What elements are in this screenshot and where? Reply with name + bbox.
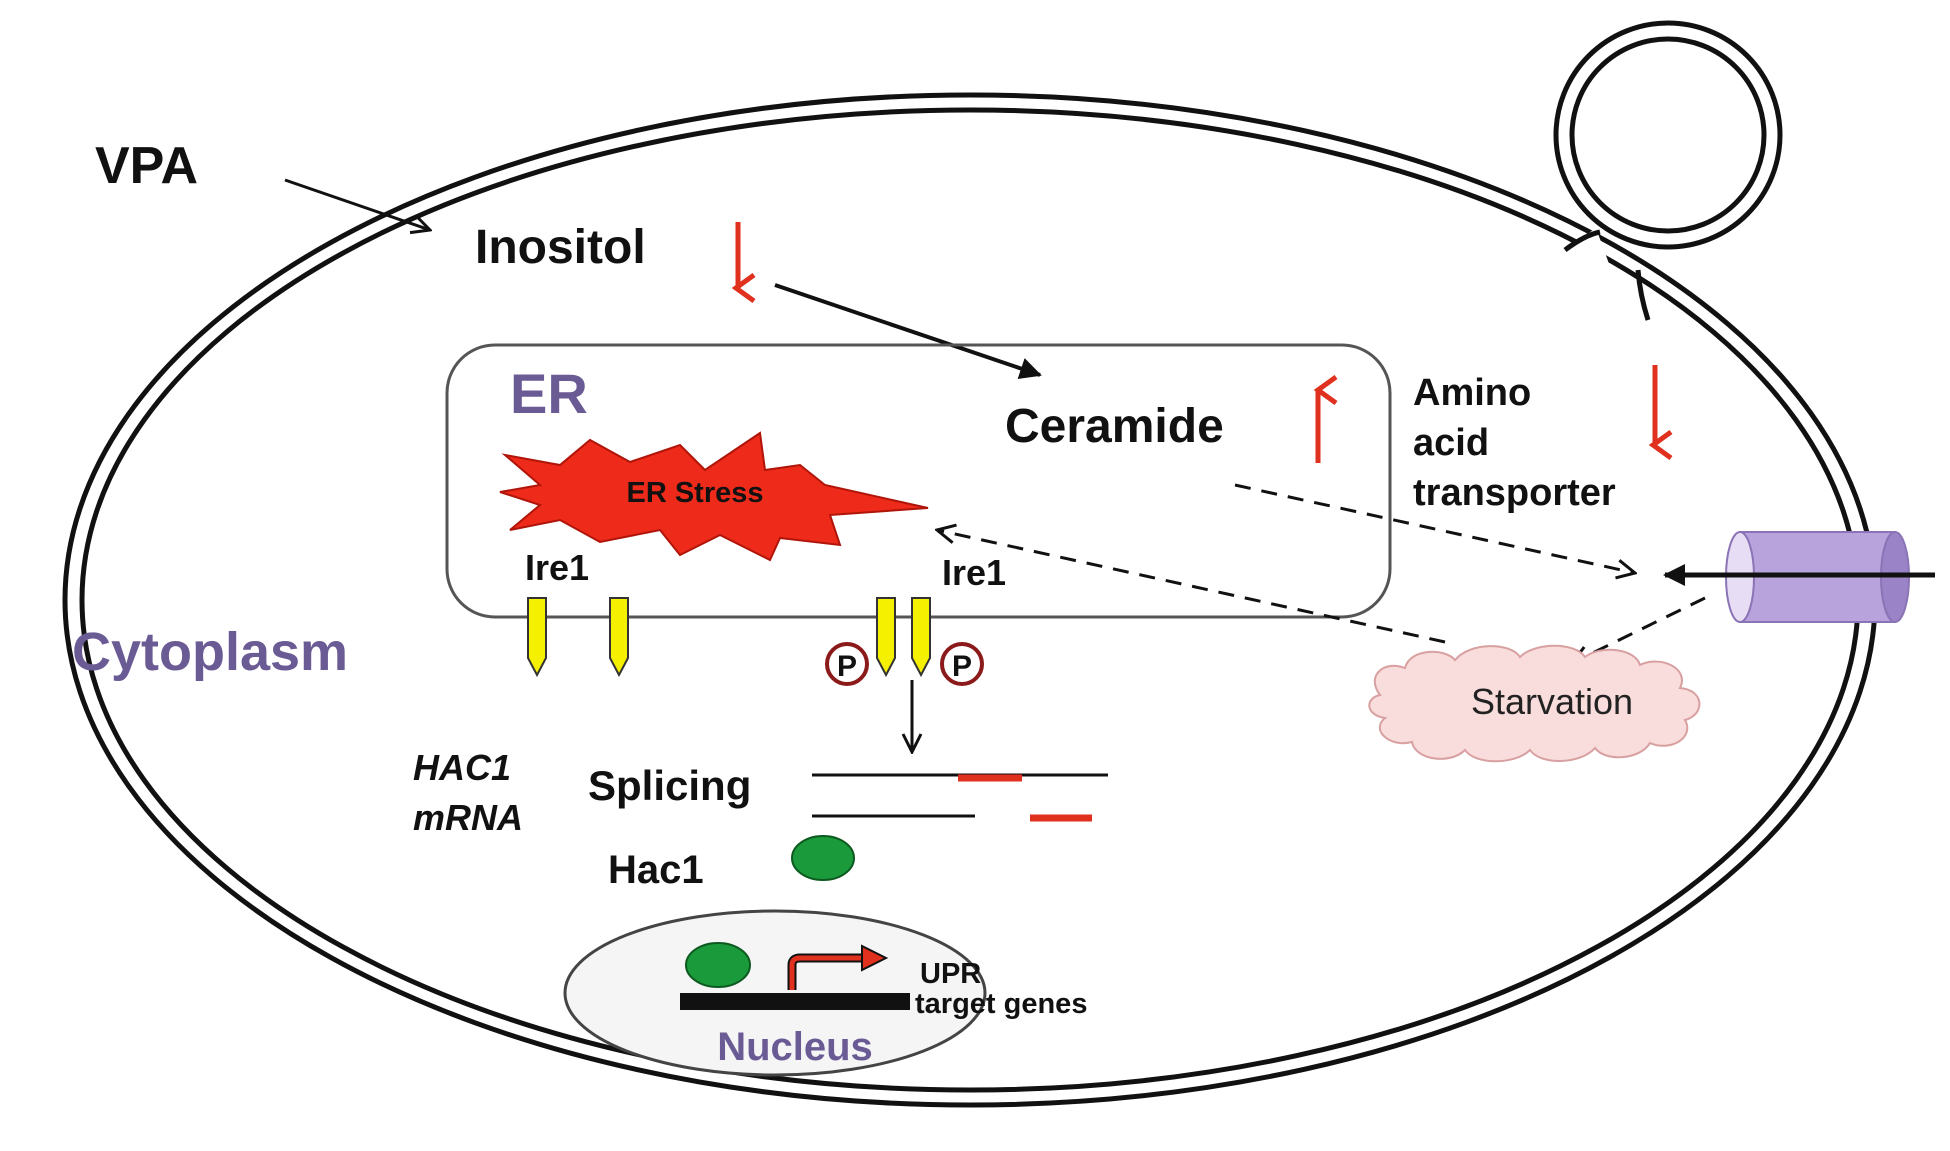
er-label: ER <box>510 362 588 425</box>
ire1-receptor <box>911 597 931 678</box>
splicing-label: Splicing <box>588 762 751 809</box>
cell-wall <box>62 92 1878 1108</box>
inositol-label: Inositol <box>475 221 646 274</box>
phospho-right: P <box>940 642 984 686</box>
starvation-to-er-dashed-arrow <box>937 530 1446 644</box>
hac1-protein-label: Hac1 <box>608 848 704 892</box>
hac1-gene-label-line1: HAC1 <box>413 747 511 788</box>
vpa-label: VPA <box>95 137 198 195</box>
nucleus-label: Nucleus <box>717 1025 873 1069</box>
ire1-right-label: Ire1 <box>942 552 1006 593</box>
ire1-receptor <box>527 597 547 678</box>
inositol-to-ceramide-arrow <box>774 283 1042 379</box>
dna-bar <box>680 993 910 1010</box>
upr-label-line1: UPR <box>920 958 981 990</box>
promoter-arrow <box>789 955 868 990</box>
mrna-spliced <box>812 814 1092 822</box>
starvation-cloud: Starvation <box>1368 644 1701 763</box>
ceramide-to-transporter-dashed-arrow <box>1234 483 1635 573</box>
starvation-label: Starvation <box>1471 681 1633 722</box>
amino-label-line3: transporter <box>1413 472 1616 514</box>
hac1-protein <box>791 835 855 881</box>
hac1-gene-label-line2: mRNA <box>413 797 523 838</box>
er-stress-label: ER Stress <box>626 477 763 509</box>
ire1-receptor <box>609 597 629 678</box>
upr-label-line2: target genes <box>915 988 1087 1020</box>
er-stress-burst: ER Stress <box>499 431 929 562</box>
amino-label-line2: acid <box>1413 422 1489 464</box>
bud <box>1553 20 1783 321</box>
cytoplasm-label: Cytoplasm <box>72 622 348 682</box>
mrna-unspliced <box>812 773 1108 782</box>
phospho-left: P <box>825 642 869 686</box>
hac1-bound-nucleus <box>685 942 751 988</box>
ire1-receptors <box>527 597 931 678</box>
vpa-arrow <box>284 178 430 230</box>
amino-label-line1: Amino <box>1413 372 1531 414</box>
phospho-right-label: P <box>952 650 972 683</box>
ceramide-label: Ceramide <box>1005 400 1224 453</box>
promoter-arrowhead <box>861 944 889 972</box>
phospho-left-label: P <box>837 650 857 683</box>
ire1-receptor <box>876 597 896 678</box>
ire1-left-label: Ire1 <box>525 547 589 588</box>
